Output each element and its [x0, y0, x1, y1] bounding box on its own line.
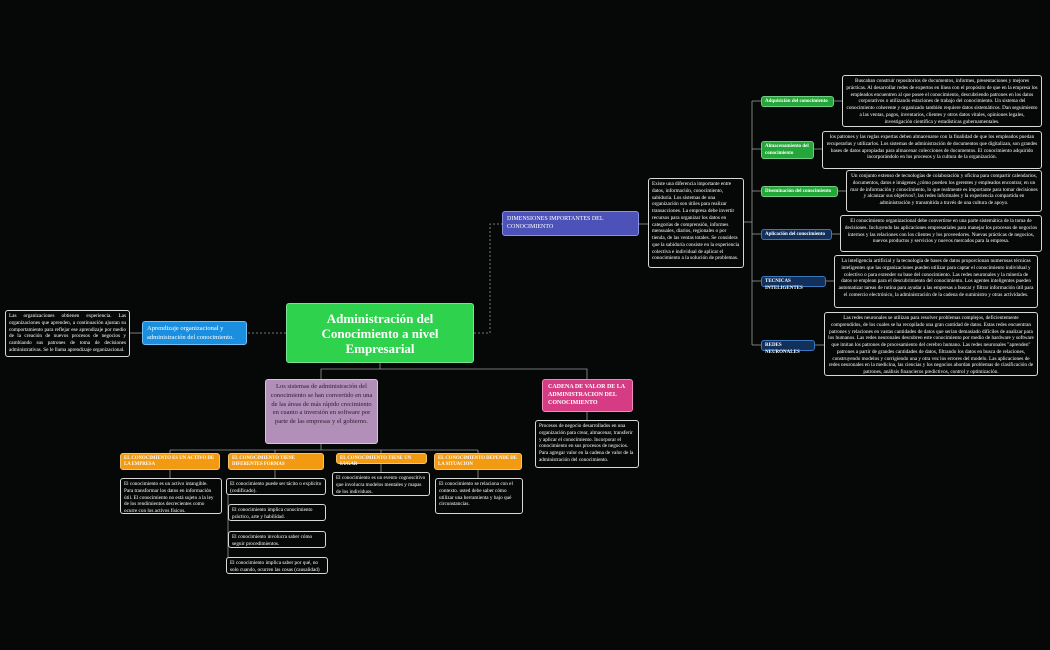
dimensions-node[interactable]: DIMENSIONES IMPORTANTES DEL CONOCIMIENTO [502, 211, 639, 236]
tag-intelligent-techniques-label: TECNICAS INTELIGENTES [765, 279, 803, 291]
tag-acquisition[interactable]: Adquisición del conocimiento [761, 96, 834, 107]
feature-forms-note-3-text: El conocimiento involucra saber cómo seg… [232, 534, 313, 547]
feature-forms-note-2: El conocimiento implica conocimiento prá… [228, 504, 326, 521]
dissemination-text-body: Un conjunto extenso de tecnologías de co… [850, 173, 1038, 206]
tag-application-label: Aplicación del conocimiento [765, 232, 825, 237]
value-chain-label: CADENA DE VALOR DE LA ADMINISTRACION DEL… [548, 384, 625, 407]
tag-dissemination-label: Diseminación del conocimiento [765, 189, 832, 194]
acquisition-text-body: Buscaban construir repositorios de docum… [846, 78, 1038, 125]
intelligent-techniques-text-body: La inteligencia artificial y la tecnolog… [838, 258, 1034, 298]
systems-node[interactable]: Los sistemas de administración del conoc… [265, 379, 378, 444]
org-learning-description: Las organizaciones obtienen experiencia.… [5, 310, 130, 357]
value-chain-node[interactable]: CADENA DE VALOR DE LA ADMINISTRACION DEL… [542, 379, 633, 412]
feature-asset-note: El conocimiento es un activo intangible.… [120, 478, 222, 514]
feature-forms-note-4-text: El conocimiento implica saber por qué, n… [230, 560, 320, 573]
central-topic[interactable]: Administración del Conocimiento a nivel … [286, 303, 474, 363]
feature-forms-note-4: El conocimiento implica saber por qué, n… [226, 557, 328, 574]
feature-place-note: El conocimiento es un evento cognoscitiv… [332, 472, 430, 496]
dimensions-label: DIMENSIONES IMPORTANTES DEL CONOCIMIENTO [507, 216, 604, 231]
tag-storage[interactable]: Almacenamiento del conocimiento [761, 141, 814, 159]
systems-label: Los sistemas de administración del conoc… [270, 383, 373, 426]
feature-tag-forms-label: EL CONOCIMIENTO TIENE DIFERENTES FORMAS [232, 456, 295, 468]
feature-place-note-text: El conocimiento es un evento cognoscitiv… [336, 475, 426, 495]
org-learning-description-text: Las organizaciones obtienen experiencia.… [9, 313, 126, 353]
feature-tag-asset-label: EL CONOCIMIENTO ES UN ACTIVO DE LA EMPRE… [124, 456, 215, 468]
feature-forms-note-3: El conocimiento involucra saber cómo seg… [228, 531, 326, 548]
central-topic-title: Administración del Conocimiento a nivel … [321, 310, 439, 356]
tag-storage-label: Almacenamiento del conocimiento [765, 144, 809, 156]
storage-text: los patrones y las reglas expertas deben… [822, 131, 1042, 169]
feature-forms-note-1-text: El conocimiento puede ser tácito o explí… [230, 481, 322, 494]
dimensions-description-text: Existe una diferencia importante entre d… [652, 181, 740, 262]
tag-application[interactable]: Aplicación del conocimiento [761, 229, 832, 240]
value-chain-description-text: Procesos de negocio desarrollados en una… [539, 423, 634, 463]
org-learning-label: Aprendizaje organizacional y administrac… [147, 325, 234, 341]
org-learning-node[interactable]: Aprendizaje organizacional y administrac… [142, 321, 247, 345]
feature-tag-forms[interactable]: EL CONOCIMIENTO TIENE DIFERENTES FORMAS [228, 453, 324, 470]
neural-networks-text: Las redes neuronales se utilizan para re… [824, 312, 1038, 376]
dimensions-description: Existe una diferencia importante entre d… [648, 178, 744, 268]
feature-situation-note: El conocimiento se relaciona con el cont… [435, 478, 523, 514]
application-text: El conocimiento organizacional debe conv… [840, 215, 1042, 252]
acquisition-text: Buscaban construir repositorios de docum… [842, 75, 1042, 127]
feature-forms-note-2-text: El conocimiento implica conocimiento prá… [232, 507, 313, 520]
feature-situation-note-text: El conocimiento se relaciona con el cont… [439, 481, 513, 508]
intelligent-techniques-text: La inteligencia artificial y la tecnolog… [834, 255, 1038, 308]
feature-forms-note-1: El conocimiento puede ser tácito o explí… [226, 478, 326, 495]
feature-tag-place-label: EL CONOCIMIENTO TIENE UN LUGAR [340, 456, 412, 468]
feature-asset-note-text: El conocimiento es un activo intangible.… [124, 481, 214, 514]
storage-text-body: los patrones y las reglas expertas deben… [826, 134, 1038, 161]
tag-acquisition-label: Adquisición del conocimiento [765, 99, 828, 104]
neural-networks-text-body: Las redes neuronales se utilizan para re… [828, 315, 1034, 375]
feature-tag-situation-label: EL CONOCIMIENTO DEPENDE DE LA SITUACION [438, 456, 517, 468]
dissemination-text: Un conjunto extenso de tecnologías de co… [846, 170, 1042, 212]
tag-intelligent-techniques[interactable]: TECNICAS INTELIGENTES [761, 276, 826, 291]
application-text-body: El conocimiento organizacional debe conv… [844, 218, 1038, 245]
tag-neural-networks[interactable]: REDES NEURONALES [761, 340, 815, 355]
feature-tag-asset[interactable]: EL CONOCIMIENTO ES UN ACTIVO DE LA EMPRE… [120, 453, 220, 470]
tag-dissemination[interactable]: Diseminación del conocimiento [761, 186, 838, 197]
feature-tag-situation[interactable]: EL CONOCIMIENTO DEPENDE DE LA SITUACION [434, 453, 522, 470]
value-chain-description: Procesos de negocio desarrollados en una… [535, 420, 639, 468]
tag-neural-networks-label: REDES NEURONALES [765, 343, 800, 355]
feature-tag-place[interactable]: EL CONOCIMIENTO TIENE UN LUGAR [336, 453, 427, 468]
